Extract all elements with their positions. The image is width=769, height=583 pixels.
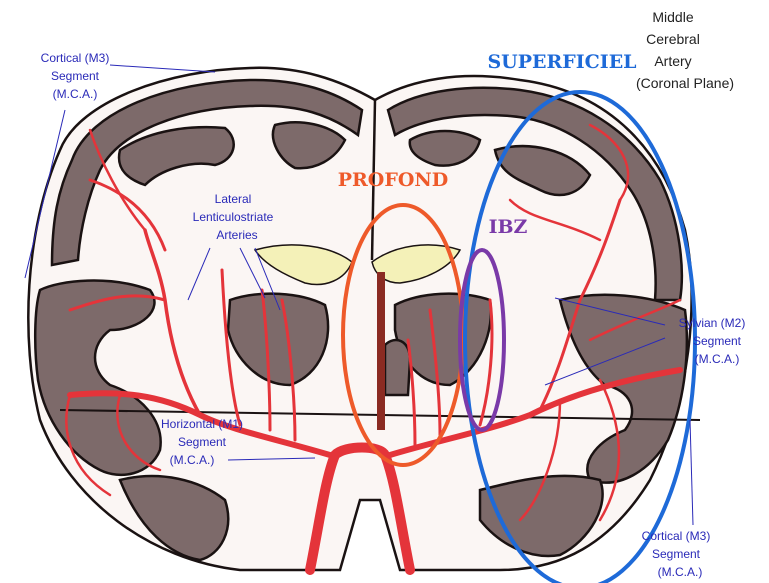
midline-bar <box>377 272 385 430</box>
cortical-top-label: Cortical (M3) Segment (M.C.A.) <box>41 51 110 101</box>
cortical-bottom-label: Cortical (M3) Segment (M.C.A.) <box>642 529 711 579</box>
title-line-4: (Coronal Plane) <box>636 75 734 91</box>
lenticulostriate-line-3: Arteries <box>216 228 257 242</box>
cortical-top-line-3: (M.C.A.) <box>53 87 98 101</box>
horizontal-line-1: Horizontal (M1) <box>161 417 243 431</box>
title-label: Middle Cerebral Artery (Coronal Plane) <box>636 9 734 91</box>
sylvian-line-3: (M.C.A.) <box>695 352 740 366</box>
lenticulostriate-line-1: Lateral <box>215 192 252 206</box>
title-line-3: Artery <box>654 53 691 69</box>
cortical-top-line-2: Segment <box>51 69 100 83</box>
sylvian-line-1: Sylvian (M2) <box>679 316 746 330</box>
cortical-bottom-line-2: Segment <box>652 547 701 561</box>
cortical-bottom-line-3: (M.C.A.) <box>658 565 703 579</box>
title-line-2: Cerebral <box>646 31 700 47</box>
lenticulostriate-line-2: Lenticulostriate <box>193 210 274 224</box>
horizontal-line-2: Segment <box>178 435 227 449</box>
sylvian-line-2: Segment <box>693 334 742 348</box>
cortical-top-line-1: Cortical (M3) <box>41 51 110 65</box>
ibz-label: IBZ <box>489 216 528 238</box>
profond-label: PROFOND <box>338 169 449 191</box>
horizontal-line-3: (M.C.A.) <box>170 453 215 467</box>
cortical-bottom-line-1: Cortical (M3) <box>642 529 711 543</box>
title-line-1: Middle <box>652 9 693 25</box>
superficiel-label: SUPERFICIEL <box>487 51 636 73</box>
